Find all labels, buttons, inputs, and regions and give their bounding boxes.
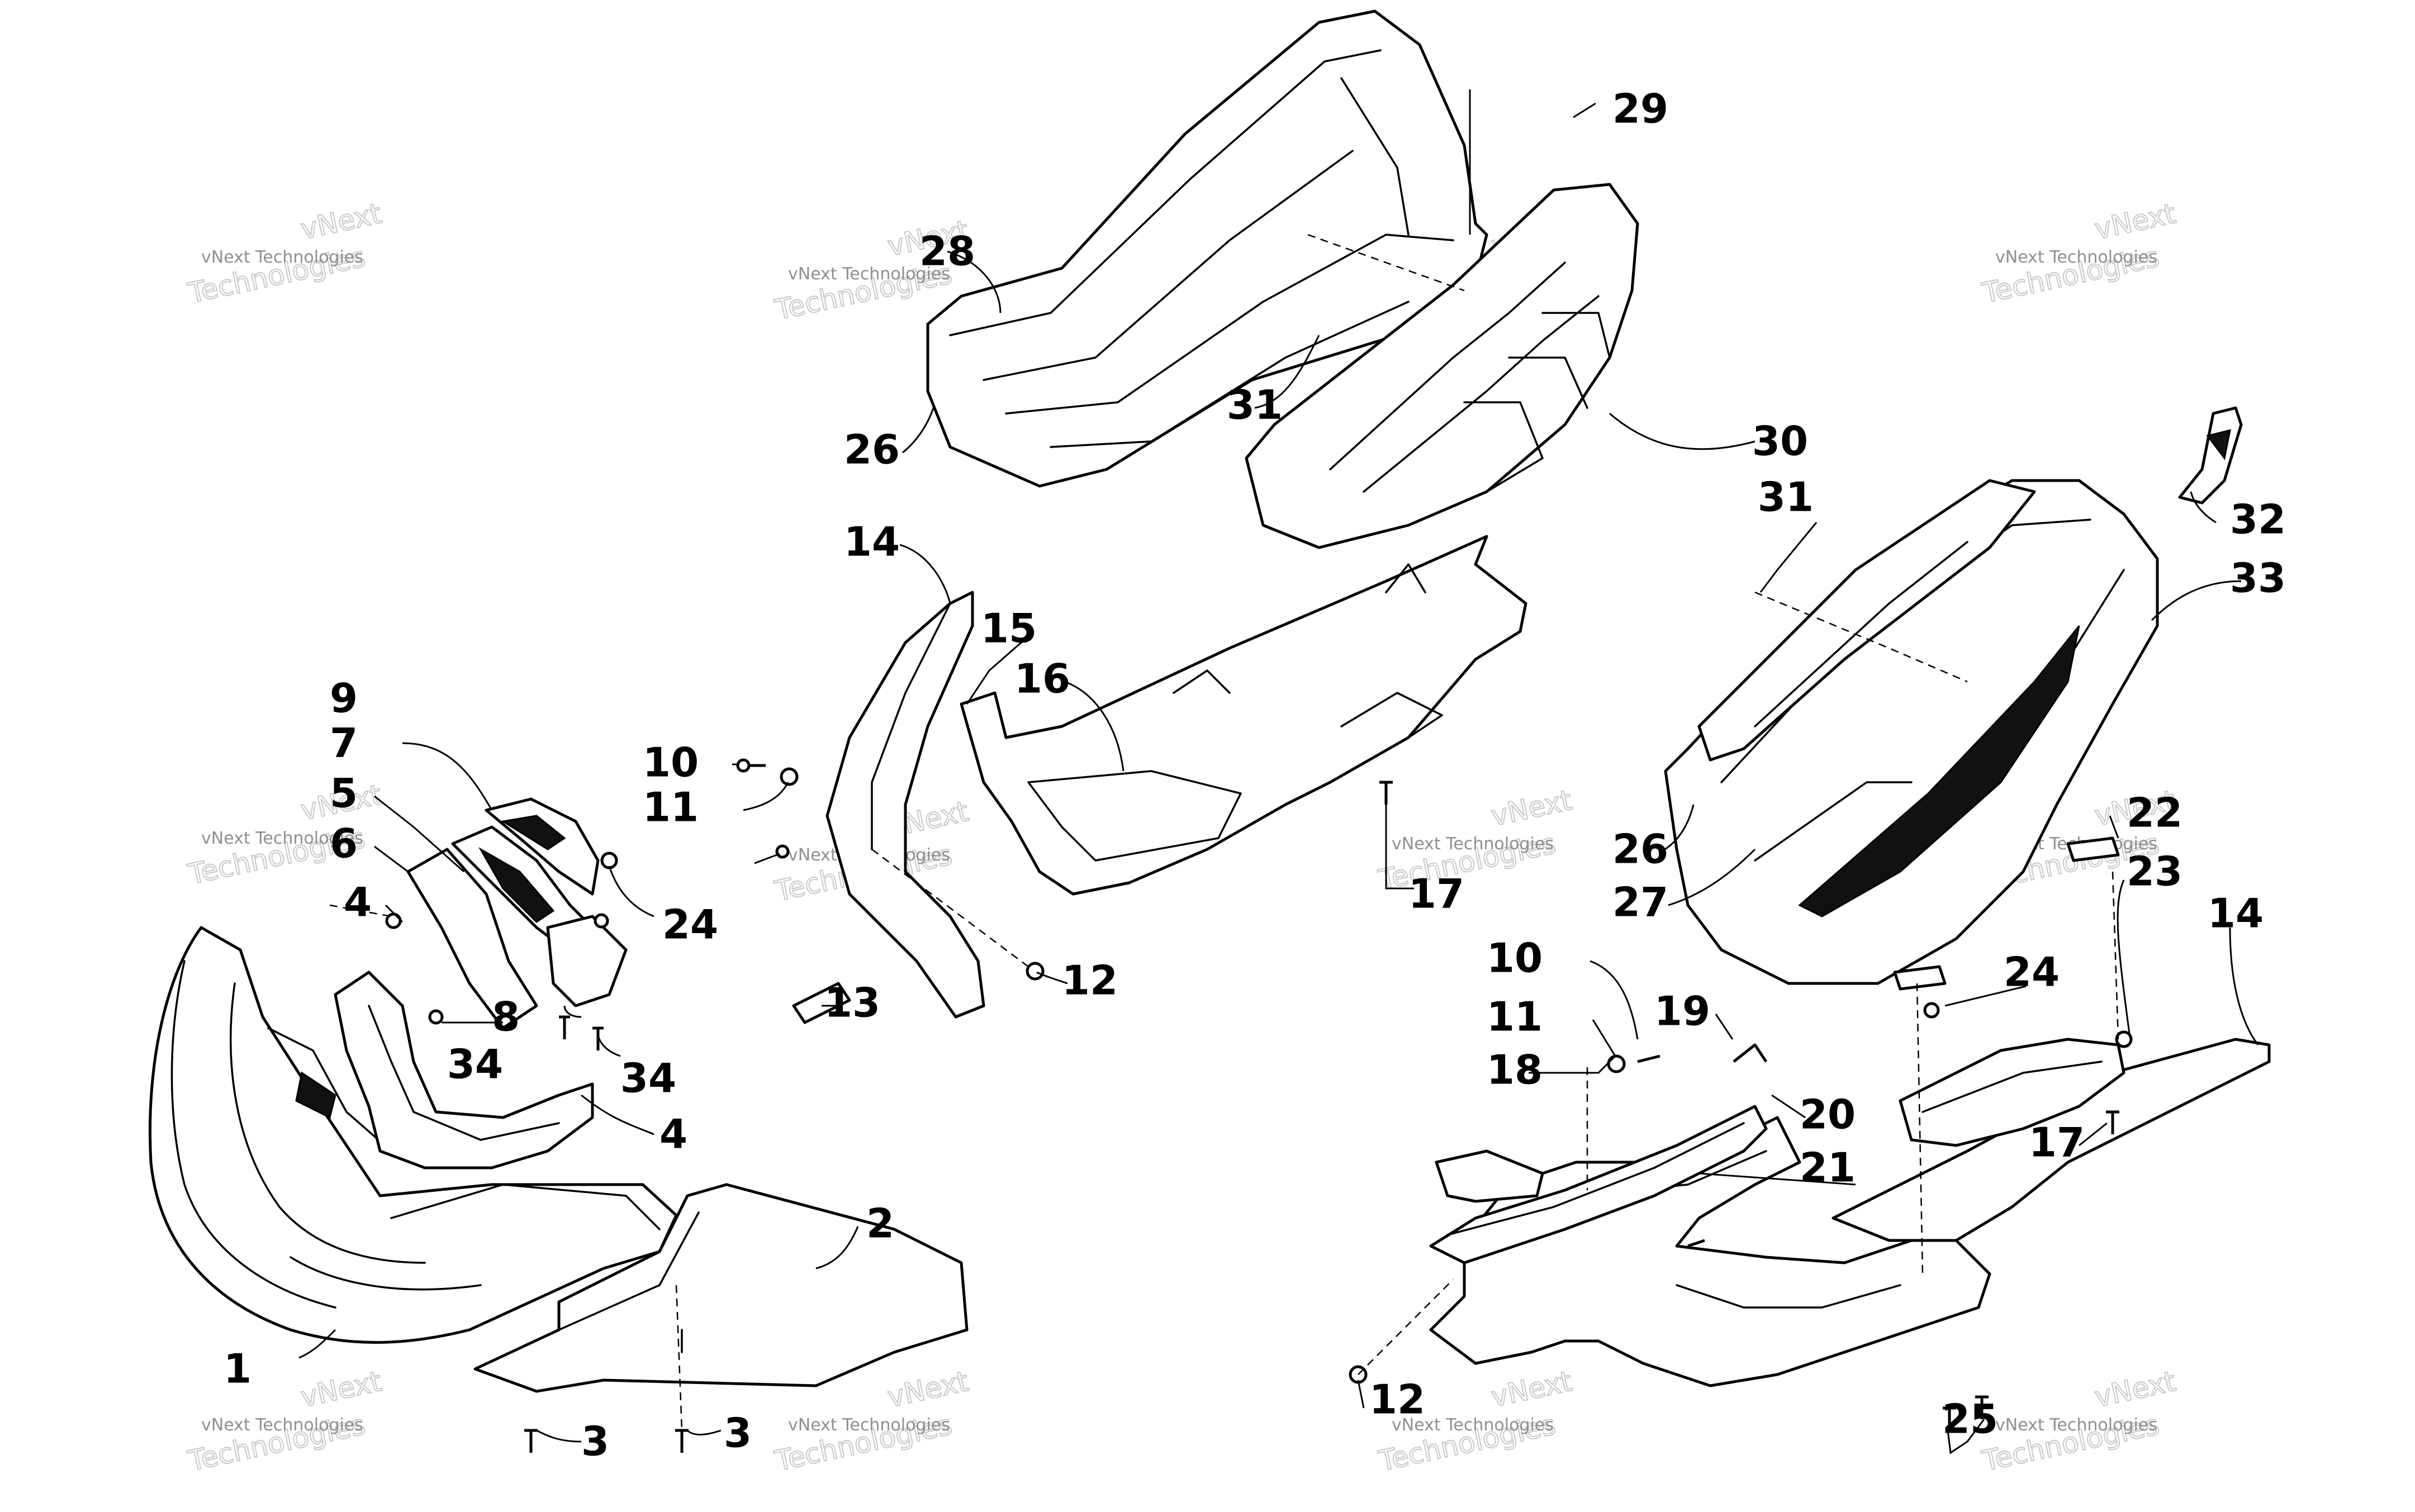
callout-14: 14 (844, 519, 900, 565)
callout-1: 1 (224, 1345, 252, 1392)
watermark-company: vNext Technologies (1995, 248, 2157, 267)
callout-3: 3 (724, 1410, 752, 1457)
callout-17: 17 (2029, 1119, 2085, 1166)
callout-28: 28 (919, 228, 975, 275)
part-grab-handle (2178, 406, 2243, 505)
callout-4: 4 (660, 1111, 687, 1158)
part-belly-pan (473, 1183, 969, 1393)
part-tunnel-pan (960, 535, 1527, 896)
callout-19: 19 (1654, 988, 1710, 1035)
part-control-plate (1899, 1038, 2125, 1147)
callout-7: 7 (330, 720, 358, 767)
callout-11: 11 (643, 784, 699, 831)
callout-22: 22 (2127, 790, 2182, 836)
part-rear-bumper (1429, 1105, 1768, 1264)
watermark-company: vNext Technologies (788, 1415, 950, 1435)
part-seat-cushion-upper (1245, 183, 1639, 549)
callout-20: 20 (1800, 1091, 1856, 1138)
explode-lines (329, 234, 2119, 1431)
part-hood-top (926, 9, 1488, 488)
callout-11: 11 (1487, 993, 1543, 1040)
part-side-panel-center (825, 591, 985, 1019)
callout-34: 34 (447, 1041, 503, 1088)
callout-24: 24 (662, 901, 718, 948)
callout-3: 3 (581, 1418, 609, 1465)
callout-30: 30 (1752, 418, 1808, 465)
callout-21: 21 (1800, 1144, 1856, 1191)
fasteners-left (385, 852, 689, 1453)
callout-10: 10 (643, 739, 699, 786)
callout-34: 34 (620, 1055, 676, 1102)
callout-8: 8 (492, 993, 520, 1040)
callout-13: 13 (824, 980, 880, 1026)
part-bezel (406, 848, 538, 1030)
callout-4: 4 (344, 879, 372, 926)
part-mount-brackets (1893, 836, 2120, 991)
callout-18: 18 (1487, 1047, 1543, 1093)
callout-10: 10 (1487, 935, 1543, 982)
callout-26: 26 (1612, 826, 1668, 873)
watermark-word-top: vNext (298, 1365, 385, 1414)
callout-16: 16 (1014, 655, 1070, 702)
callout-12: 12 (1369, 1376, 1425, 1423)
callout-29: 29 (1612, 85, 1668, 132)
callout-15: 15 (981, 605, 1037, 652)
watermark-company: vNext Technologies (201, 829, 363, 848)
watermark-company: vNext Technologies (201, 1415, 363, 1435)
watermark-company: vNext Technologies (1392, 834, 1554, 854)
callout-33: 33 (2230, 555, 2286, 602)
callout-24: 24 (2004, 949, 2060, 996)
callout-27: 27 (1612, 879, 1668, 926)
watermark-word-top: vNext (1488, 784, 1575, 833)
callout-2: 2 (866, 1200, 894, 1247)
callout-23: 23 (2127, 848, 2182, 895)
watermark-word-top: vNext (298, 197, 385, 246)
watermark-company: vNext Technologies (788, 264, 950, 284)
watermark-word-top: vNext (885, 1365, 971, 1414)
fasteners-center (736, 758, 1393, 1024)
part-lower-fascia (334, 971, 594, 1169)
callout-5: 5 (330, 770, 358, 817)
watermark-company: vNext Technologies (201, 248, 363, 267)
watermark-company: vNext Technologies (1392, 1415, 1554, 1435)
callout-6: 6 (330, 820, 358, 867)
callout-25: 25 (1942, 1396, 1998, 1443)
part-lens-cover (485, 797, 600, 896)
callout-31: 31 (1758, 474, 1814, 521)
callout-17: 17 (1408, 871, 1464, 917)
part-headlight-bracket (546, 915, 628, 1007)
watermark-word-top: vNext (2092, 1365, 2179, 1414)
watermark-word-top: vNext (2092, 197, 2179, 246)
watermark-company: vNext Technologies (1995, 1415, 2157, 1435)
leader-lines (298, 89, 2259, 1454)
part-nose-pan (148, 926, 678, 1344)
callout-31: 31 (1227, 382, 1283, 429)
part-seat-cushion-lower (1697, 479, 2036, 762)
watermark-word-top: vNext (1488, 1365, 1575, 1414)
callout-9: 9 (330, 675, 358, 722)
callout-12: 12 (1062, 957, 1118, 1004)
callout-32: 32 (2230, 496, 2286, 543)
callout-14: 14 (2208, 890, 2264, 937)
callout-26: 26 (844, 426, 900, 473)
